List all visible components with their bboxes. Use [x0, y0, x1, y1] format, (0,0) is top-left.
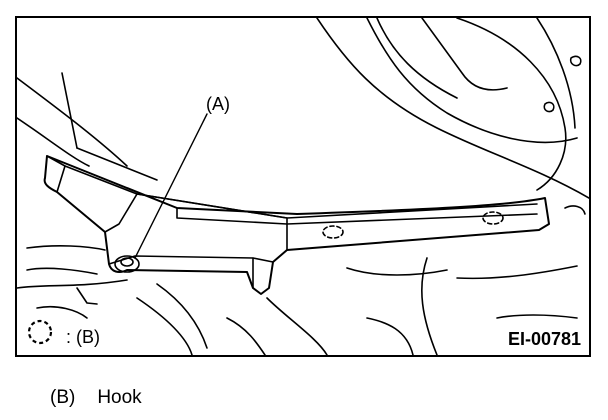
- hook-b-marker: [322, 225, 344, 239]
- legend-dashed-circle-icon: [27, 319, 53, 345]
- figure-frame: (A) : (B) EI-00781: [15, 16, 591, 357]
- trim-bracket: [43, 155, 550, 295]
- hook-b-marker: [482, 211, 504, 225]
- vehicle-bracket-illustration: [17, 18, 589, 355]
- caption-text: Hook: [97, 387, 142, 408]
- quarter-panel-line: [316, 18, 589, 199]
- legend-label: : (B): [66, 327, 100, 347]
- caption-key: (B): [50, 387, 76, 408]
- body-panel-line: [17, 77, 128, 167]
- callout-a-leader: [134, 113, 208, 259]
- body-panel-line: [17, 117, 90, 167]
- clip-a-grommet: [114, 255, 140, 273]
- callout-a-label: (A): [206, 94, 230, 114]
- figure-id: EI-00781: [507, 329, 581, 349]
- figure-caption: (B) Hook: [50, 388, 142, 408]
